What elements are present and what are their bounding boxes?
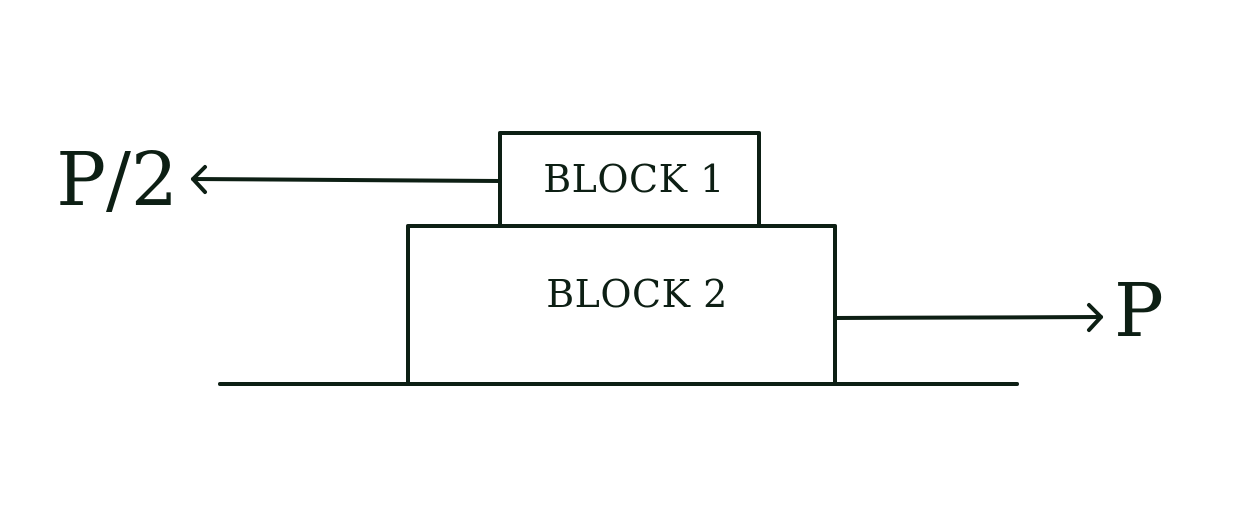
block-1-label: BLOCK 1 [543, 157, 725, 201]
force-label-left: P/2 [56, 137, 178, 223]
arrowhead-left-icon [191, 165, 207, 194]
force-arrow-left [191, 165, 502, 194]
force-arrow-right-shaft [833, 315, 1103, 320]
arrowhead-right-icon [1087, 303, 1103, 332]
force-arrow-right [833, 303, 1103, 332]
force-arrow-left-shaft [191, 177, 502, 183]
force-label-right: P [1114, 268, 1164, 354]
block-2-label: BLOCK 2 [546, 272, 728, 316]
